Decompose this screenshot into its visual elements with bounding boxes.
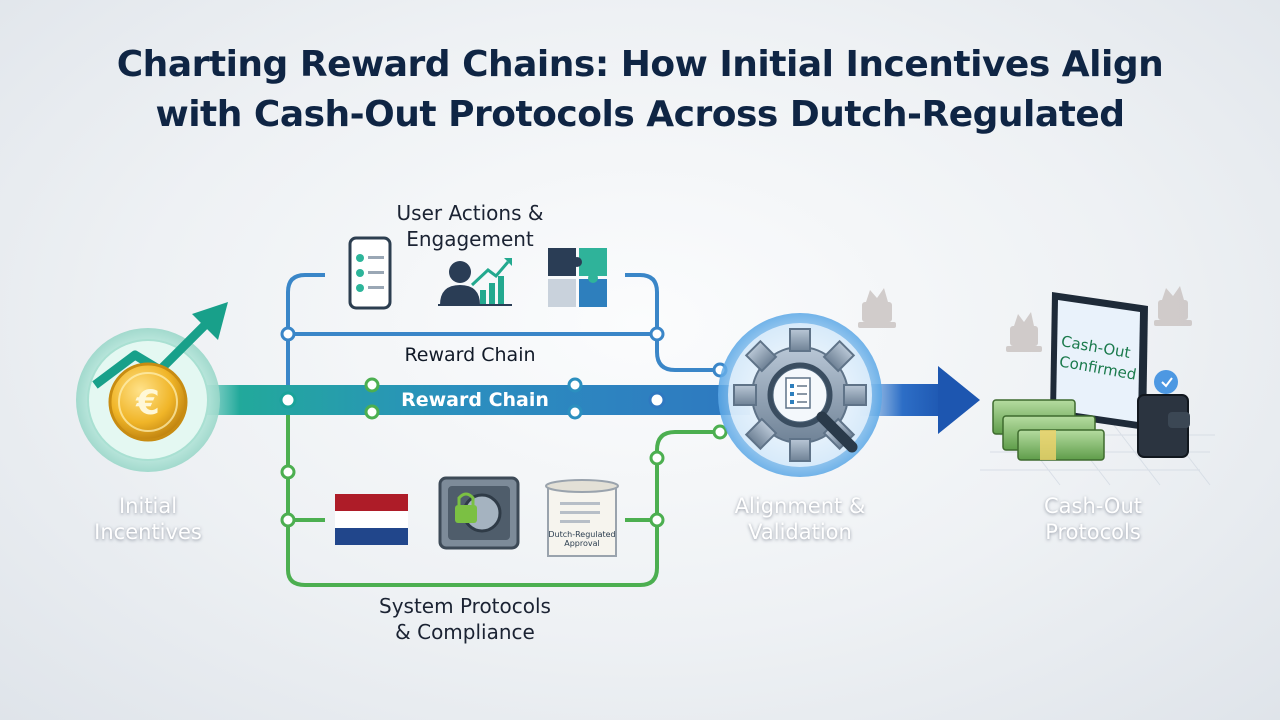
document-line-2: Approval	[564, 539, 600, 548]
user-growth-icon	[438, 258, 512, 306]
wallet-icon	[1137, 370, 1190, 458]
gear-magnifier-icon	[718, 313, 882, 477]
node-dot	[364, 404, 380, 420]
user-actions-line-1: User Actions &	[396, 201, 544, 225]
system-protocols-label: System Protocols & Compliance	[345, 593, 585, 645]
initial-incentives-label: Initial Incentives	[68, 493, 228, 545]
node-dot	[712, 424, 728, 440]
user-actions-label: User Actions & Engagement	[355, 200, 585, 252]
approval-document-icon	[545, 479, 619, 557]
page-title: Charting Reward Chains: How Initial Ince…	[0, 40, 1280, 140]
crown-emblem-icon	[1006, 312, 1042, 352]
node-dot	[280, 326, 296, 342]
document-caption: Dutch-Regulated Approval	[548, 530, 616, 548]
upper-chain-line	[286, 273, 325, 520]
alignment-line-1: Alignment &	[734, 494, 866, 518]
node-dot	[279, 391, 297, 409]
cash-stack-icon	[992, 399, 1105, 461]
initial-line-2: Incentives	[94, 520, 202, 544]
document-line-1: Dutch-Regulated	[548, 530, 616, 539]
phone-checklist-icon	[348, 236, 392, 310]
node-dot	[649, 512, 665, 528]
node-dot	[364, 377, 380, 393]
title-line-1: Charting Reward Chains: How Initial Ince…	[116, 44, 1164, 85]
cashout-label: Cash-Out Protocols	[1013, 493, 1173, 545]
node-dot	[649, 326, 665, 342]
node-dot	[280, 464, 296, 480]
alignment-label: Alignment & Validation	[710, 493, 890, 545]
node-dot	[649, 450, 665, 466]
vault-lock-icon	[438, 476, 520, 550]
svg-text:€: €	[135, 383, 160, 423]
crown-emblem-icon	[858, 288, 896, 328]
node-dot	[648, 391, 666, 409]
cashout-line-1: Cash-Out	[1043, 494, 1143, 518]
initial-line-1: Initial	[118, 494, 178, 518]
alignment-line-2: Validation	[748, 520, 852, 544]
crown-emblem-icon	[1154, 286, 1192, 326]
lower-chain-line	[286, 400, 720, 587]
user-actions-line-2: Engagement	[406, 227, 534, 251]
upper-chain-to-gear	[655, 334, 720, 372]
netherlands-flag-icon	[335, 494, 408, 545]
node-dot	[567, 377, 583, 393]
puzzle-icon	[548, 248, 607, 307]
node-dot	[280, 512, 296, 528]
main-reward-chain-label: Reward Chain	[401, 389, 549, 411]
title-line-2: with Cash-Out Protocols Across Dutch-Reg…	[155, 94, 1125, 135]
upper-chain-loop	[288, 273, 659, 336]
node-dot	[567, 404, 583, 420]
upper-reward-chain-label: Reward Chain	[404, 344, 536, 366]
tablet-icon	[1050, 292, 1148, 430]
node-dots	[279, 326, 728, 528]
euro-coin-icon: €	[76, 302, 228, 472]
system-line-2: & Compliance	[395, 620, 535, 644]
cashout-line-2: Protocols	[1045, 520, 1141, 544]
system-line-1: System Protocols	[379, 594, 551, 618]
